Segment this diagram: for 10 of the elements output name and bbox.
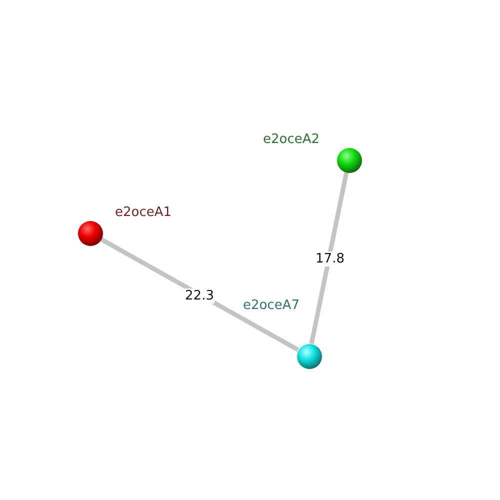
node-label: e2oceA2: [263, 132, 320, 147]
node-label: e2oceA7: [243, 298, 300, 313]
edge-label: 22.3: [184, 288, 215, 303]
sphere: [296, 344, 322, 368]
sphere: [78, 220, 102, 246]
sphere: [336, 148, 362, 172]
connector-line: [100, 237, 300, 352]
node-label: e2oceA1: [115, 205, 172, 220]
edge-label: 17.8: [314, 252, 346, 266]
connector-line: [309, 172, 349, 344]
